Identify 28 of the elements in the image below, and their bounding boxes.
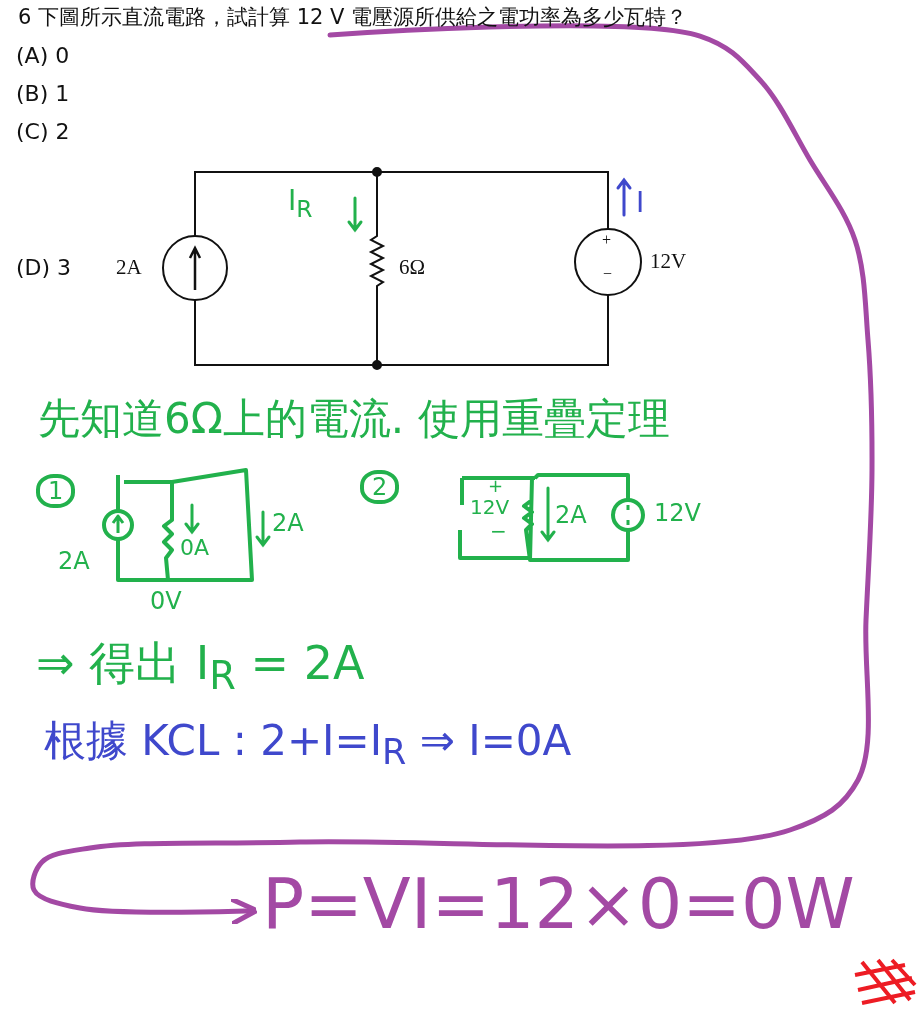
- text-label: 12V: [654, 500, 701, 527]
- circled-number: 2: [360, 470, 400, 505]
- text-label: 2A: [555, 502, 587, 529]
- text-label: 2A: [116, 256, 142, 280]
- text-label: 根據 KCL : 2+I=I$_{R}$ ⇒ I=0A: [44, 718, 572, 772]
- text-label: 0A: [180, 536, 210, 561]
- text-label: (B) 1: [16, 82, 70, 107]
- text-label: 2A: [272, 510, 304, 537]
- equation-text: P=VI=12×0=0W: [262, 866, 855, 943]
- text-label: I$_{R}$: [288, 186, 313, 223]
- circled-number: 1: [36, 474, 76, 509]
- text-label: 12V: [650, 250, 687, 274]
- text-label: −: [490, 520, 507, 542]
- text-label: +: [602, 231, 612, 249]
- text-label: −: [603, 265, 613, 283]
- text-label: +: [488, 476, 504, 496]
- text-label: I: [636, 188, 645, 219]
- text-label: 12V: [470, 496, 510, 518]
- text-label: 先知道6Ω上的電流. 使用重疊定理: [38, 396, 670, 443]
- text-label: 6Ω: [399, 256, 426, 280]
- text-label: (A) 0: [16, 44, 70, 69]
- text-label: (D) 3: [16, 256, 72, 281]
- question-text: 6 下圖所示直流電路，試計算 12 V 電壓源所供給之電功率為多少瓦特？: [18, 6, 688, 30]
- arrow: [30, 23, 875, 927]
- text-label: 2A: [58, 548, 90, 575]
- text-label: ⇒ 得出 I$_{R}$ = 2A: [36, 638, 365, 698]
- text-label: (C) 2: [16, 120, 70, 145]
- text-label: 0V: [150, 588, 182, 615]
